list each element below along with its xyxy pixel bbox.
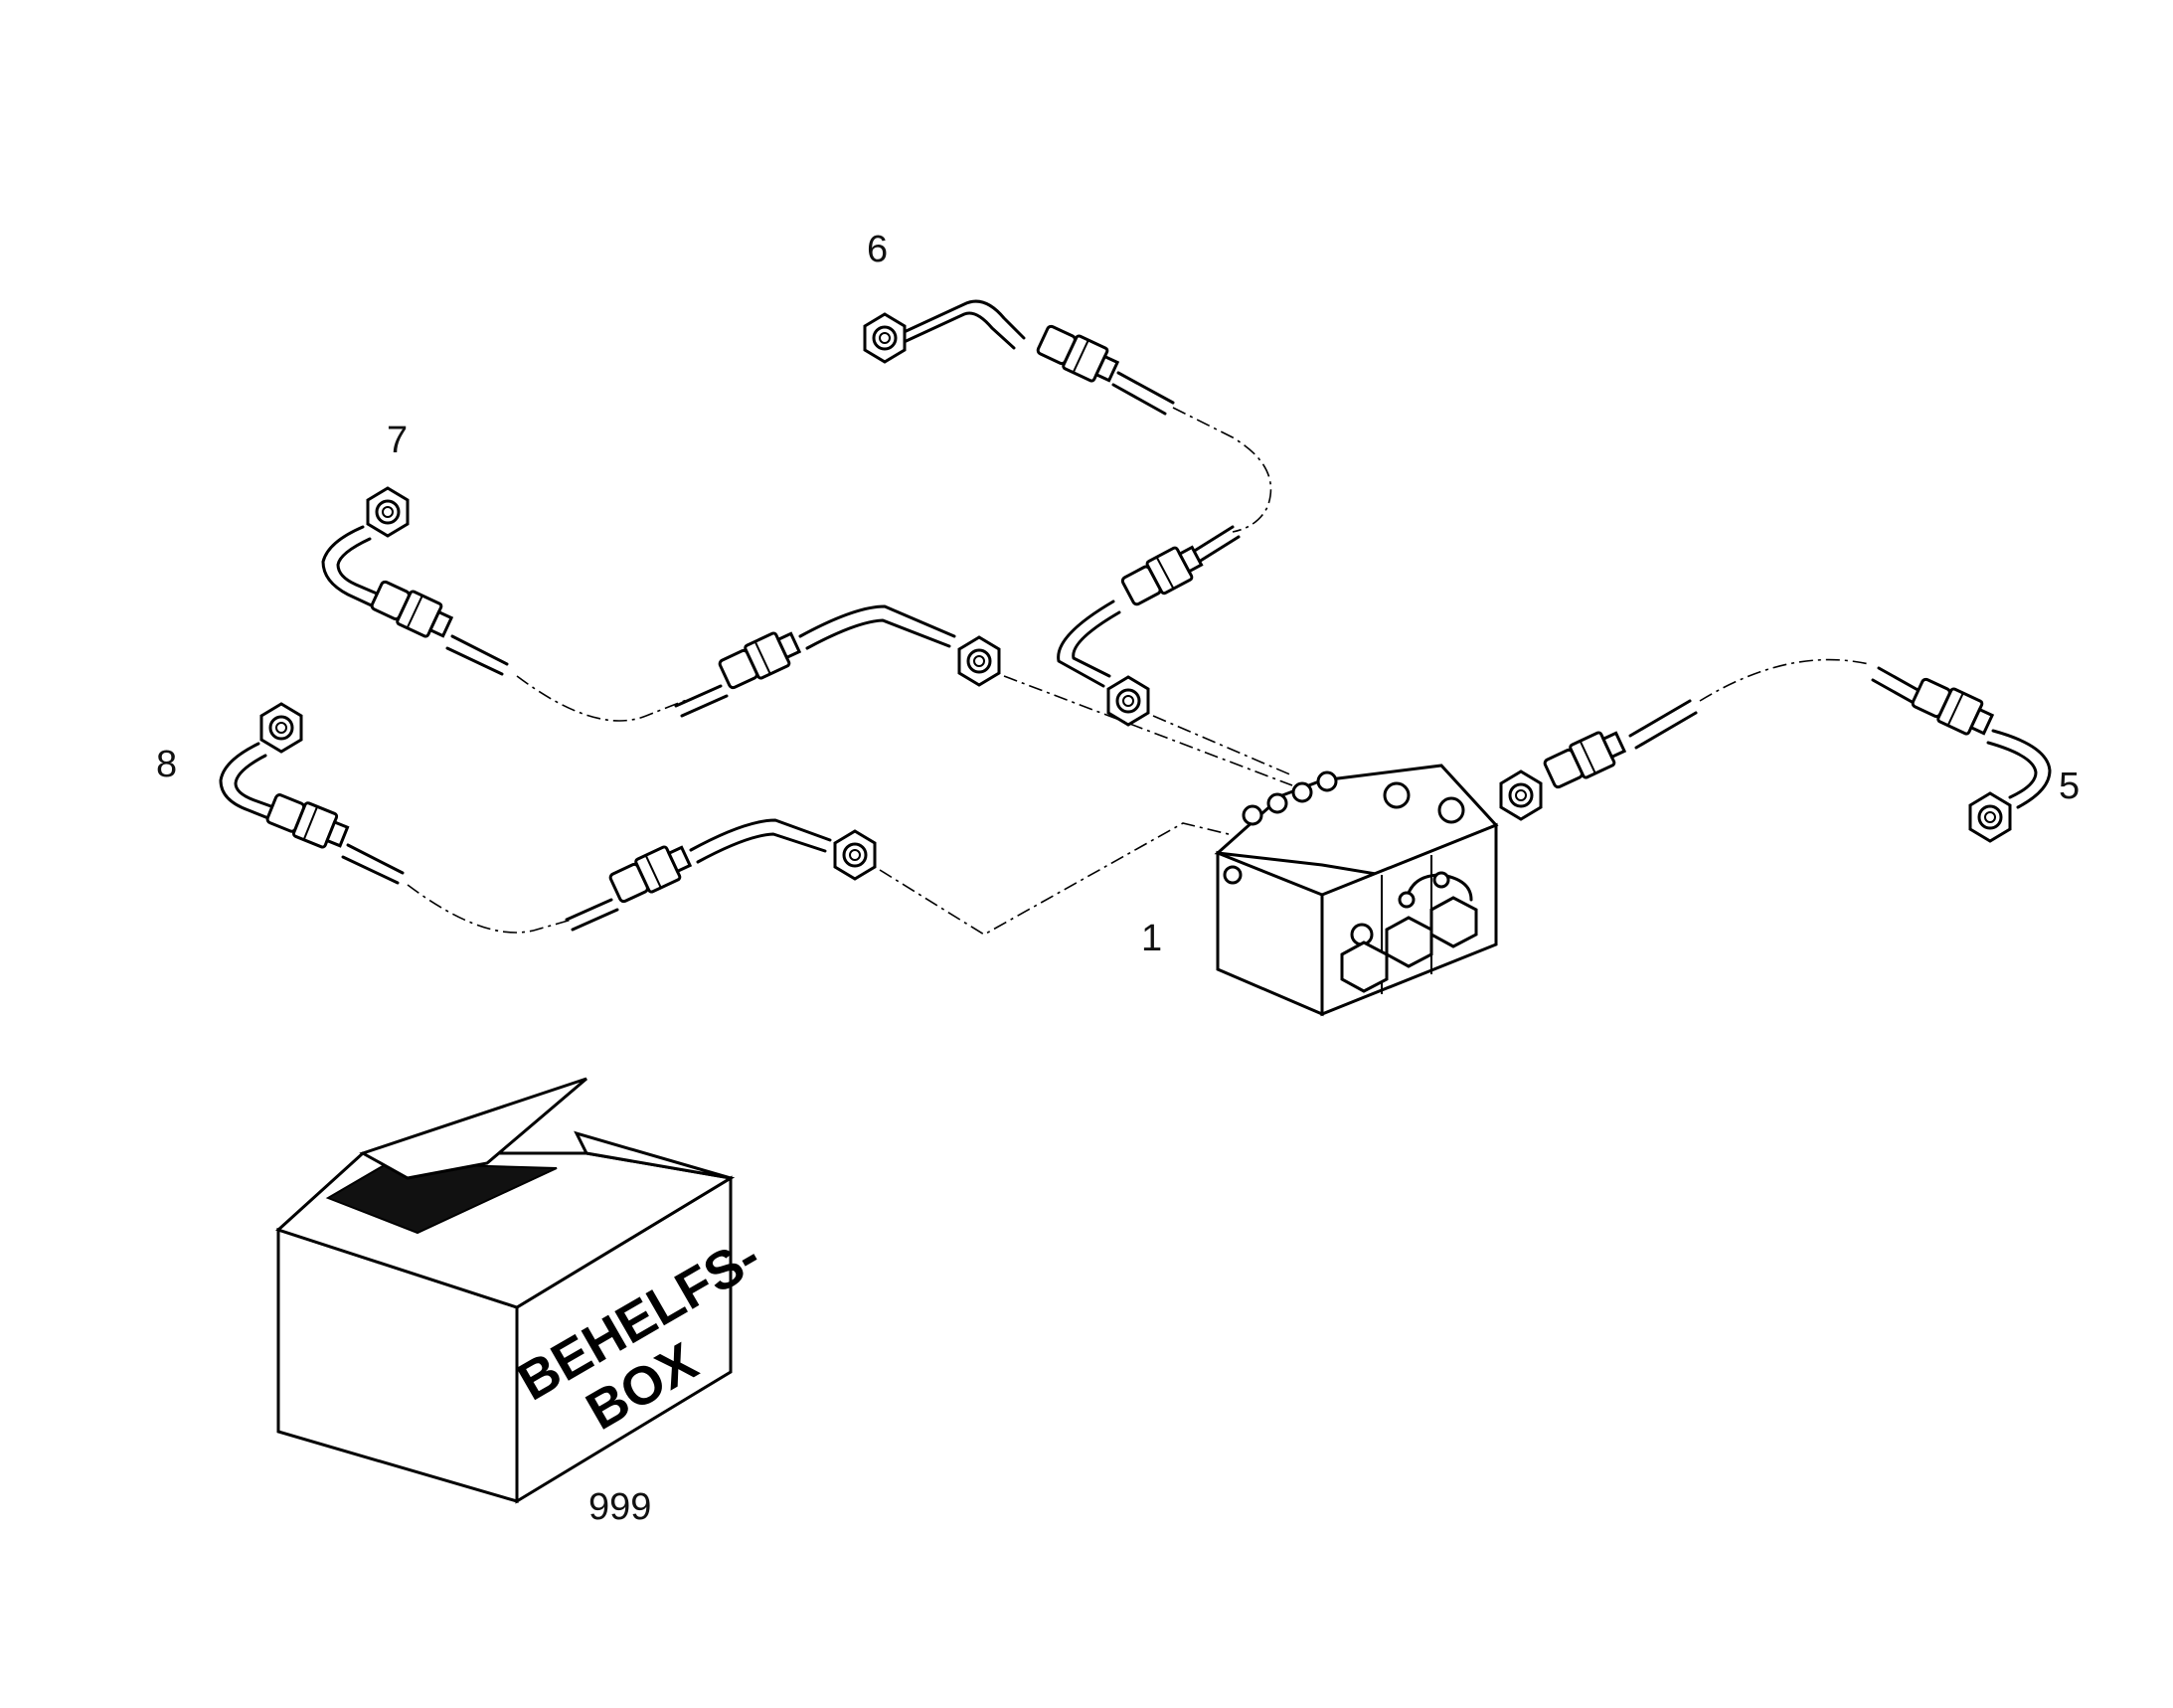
callout-6: 6 (867, 229, 889, 270)
cardboard-box-icon: BEHELFS- BOX (275, 1077, 770, 1504)
callout-5: 5 (2059, 766, 2081, 807)
brake-line-6 (863, 299, 1293, 776)
brake-line-8 (219, 702, 1234, 936)
callout-1: 1 (1141, 918, 1163, 959)
distributor-block-icon (1214, 764, 1499, 1017)
brake-line-5 (1499, 658, 2052, 843)
callout-7: 7 (387, 420, 409, 461)
brake-line-7 (321, 486, 1293, 786)
callout-8: 8 (156, 744, 178, 785)
callout-999: 999 (588, 1486, 652, 1528)
